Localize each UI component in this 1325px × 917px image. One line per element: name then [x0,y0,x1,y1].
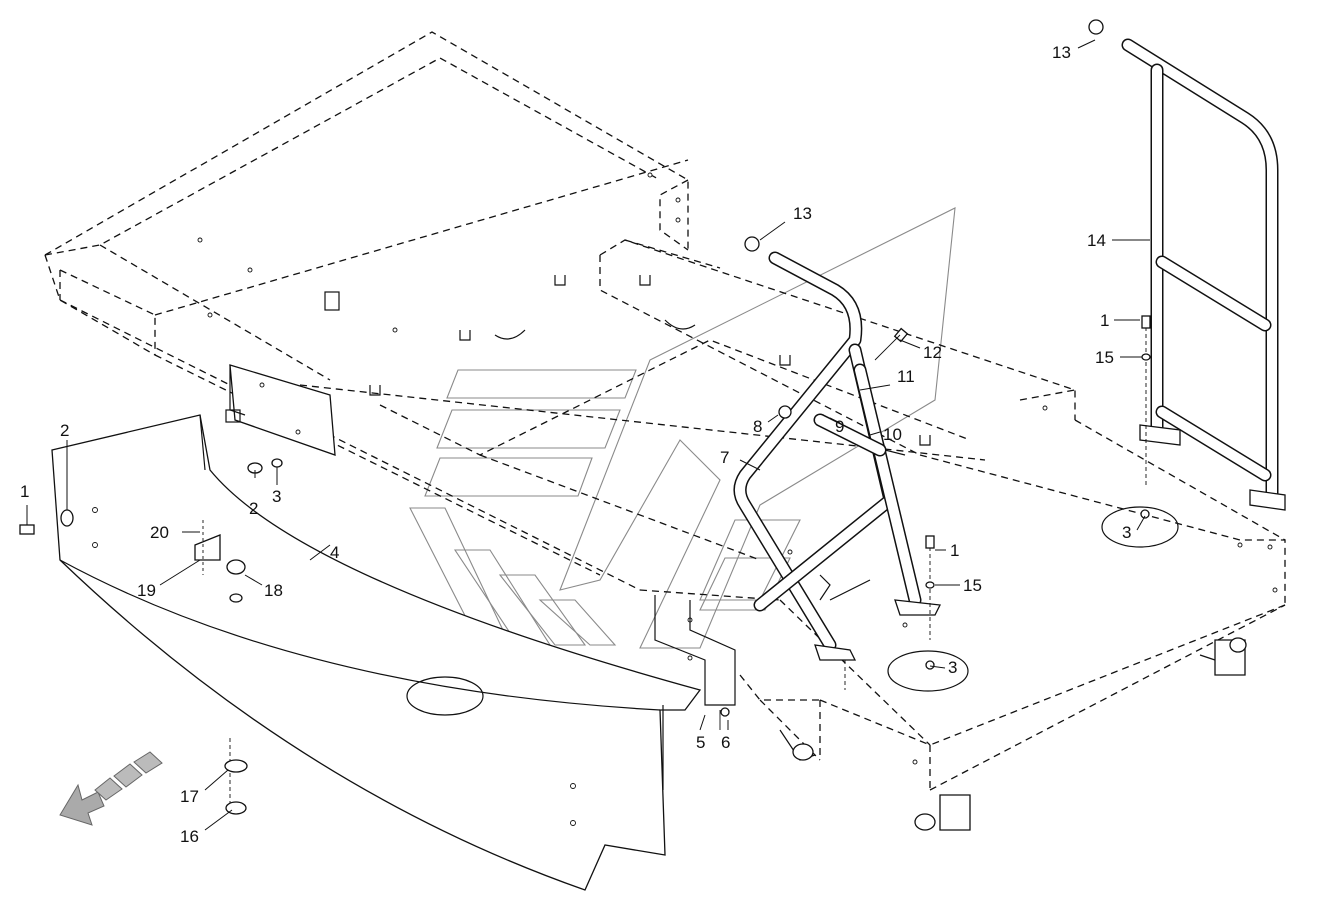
callout-9: 9 [835,417,844,436]
callout-5: 5 [696,733,705,752]
callout-2: 2 [60,421,69,440]
callout-1: 1 [20,482,29,501]
callout-1: 1 [950,541,959,560]
handrail-right [1088,19,1286,511]
side-brackets [654,595,1247,831]
callout-4: 4 [330,543,339,562]
direction-arrow [59,751,163,826]
callout-15: 15 [1095,348,1114,367]
callout-19: 19 [137,581,156,600]
callout-labels: 1 2 2 3 4 5 6 7 8 9 10 11 12 13 13 14 1 … [20,43,1131,846]
platform-frame [44,31,1286,791]
platform-details [197,172,1278,765]
callout-11: 11 [897,367,915,386]
callout-14: 14 [1087,231,1106,250]
callout-1: 1 [1100,311,1109,330]
callout-15: 15 [963,576,982,595]
handrail-left [733,236,941,661]
fasteners [19,315,1179,815]
callout-12: 12 [923,343,942,362]
callout-6: 6 [721,733,730,752]
callout-3: 3 [948,658,957,677]
callout-3: 3 [1122,523,1131,542]
callout-8: 8 [753,417,762,436]
callout-10: 10 [883,425,902,444]
callout-17: 17 [180,787,199,806]
callout-3: 3 [272,487,281,506]
callout-2: 2 [249,499,258,518]
callout-16: 16 [180,827,199,846]
callout-20: 20 [150,523,169,542]
rear-panel [51,414,702,891]
leader-lines [26,39,1150,831]
callout-18: 18 [264,581,283,600]
callout-7: 7 [720,448,729,467]
callout-13: 13 [793,204,812,223]
left-bracket [225,364,336,456]
callout-13: 13 [1052,43,1071,62]
